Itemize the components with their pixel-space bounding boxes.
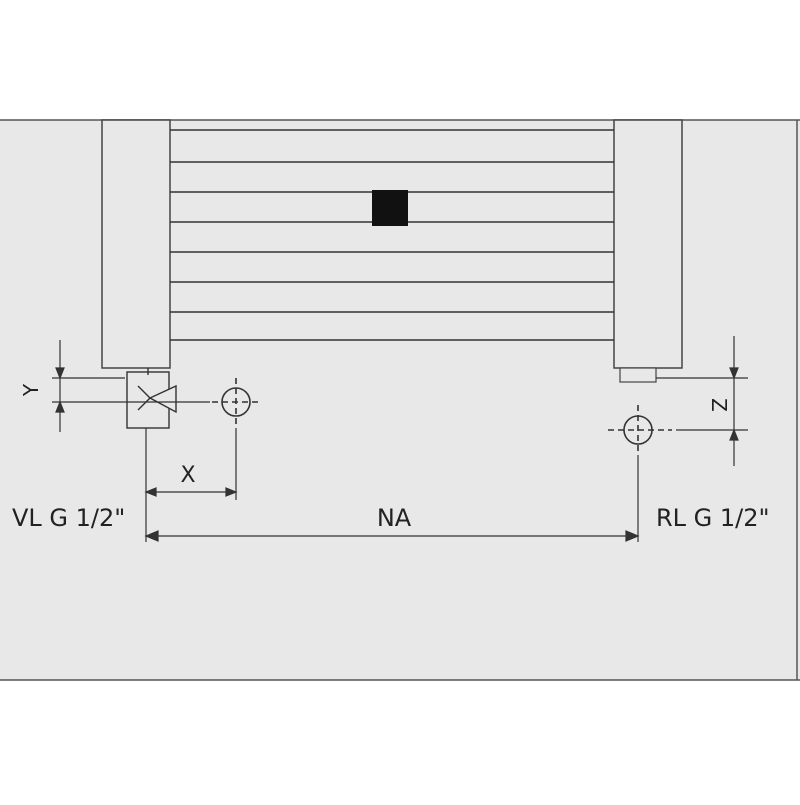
x-dimension-label: X (180, 463, 195, 488)
right-connection-stub (619, 367, 657, 383)
control-element-square (372, 190, 408, 226)
z-dimension (656, 336, 748, 466)
pipe-connection-icon (608, 405, 672, 455)
right-radiator-column (613, 119, 683, 369)
y-dimension-label: Y (19, 383, 43, 397)
z-dimension-label: Z (707, 398, 731, 412)
na-dimension (144, 455, 640, 542)
y-dimension (52, 340, 210, 432)
rl-connection-label: RL G 1/2" (656, 504, 770, 532)
na-dimension-label: NA (377, 504, 412, 532)
vl-connection-label: VL G 1/2" (12, 504, 125, 532)
pipe-connection-icon (212, 378, 262, 428)
left-radiator-column (101, 119, 171, 369)
x-dimension (144, 428, 238, 500)
valve-icon (126, 368, 177, 429)
